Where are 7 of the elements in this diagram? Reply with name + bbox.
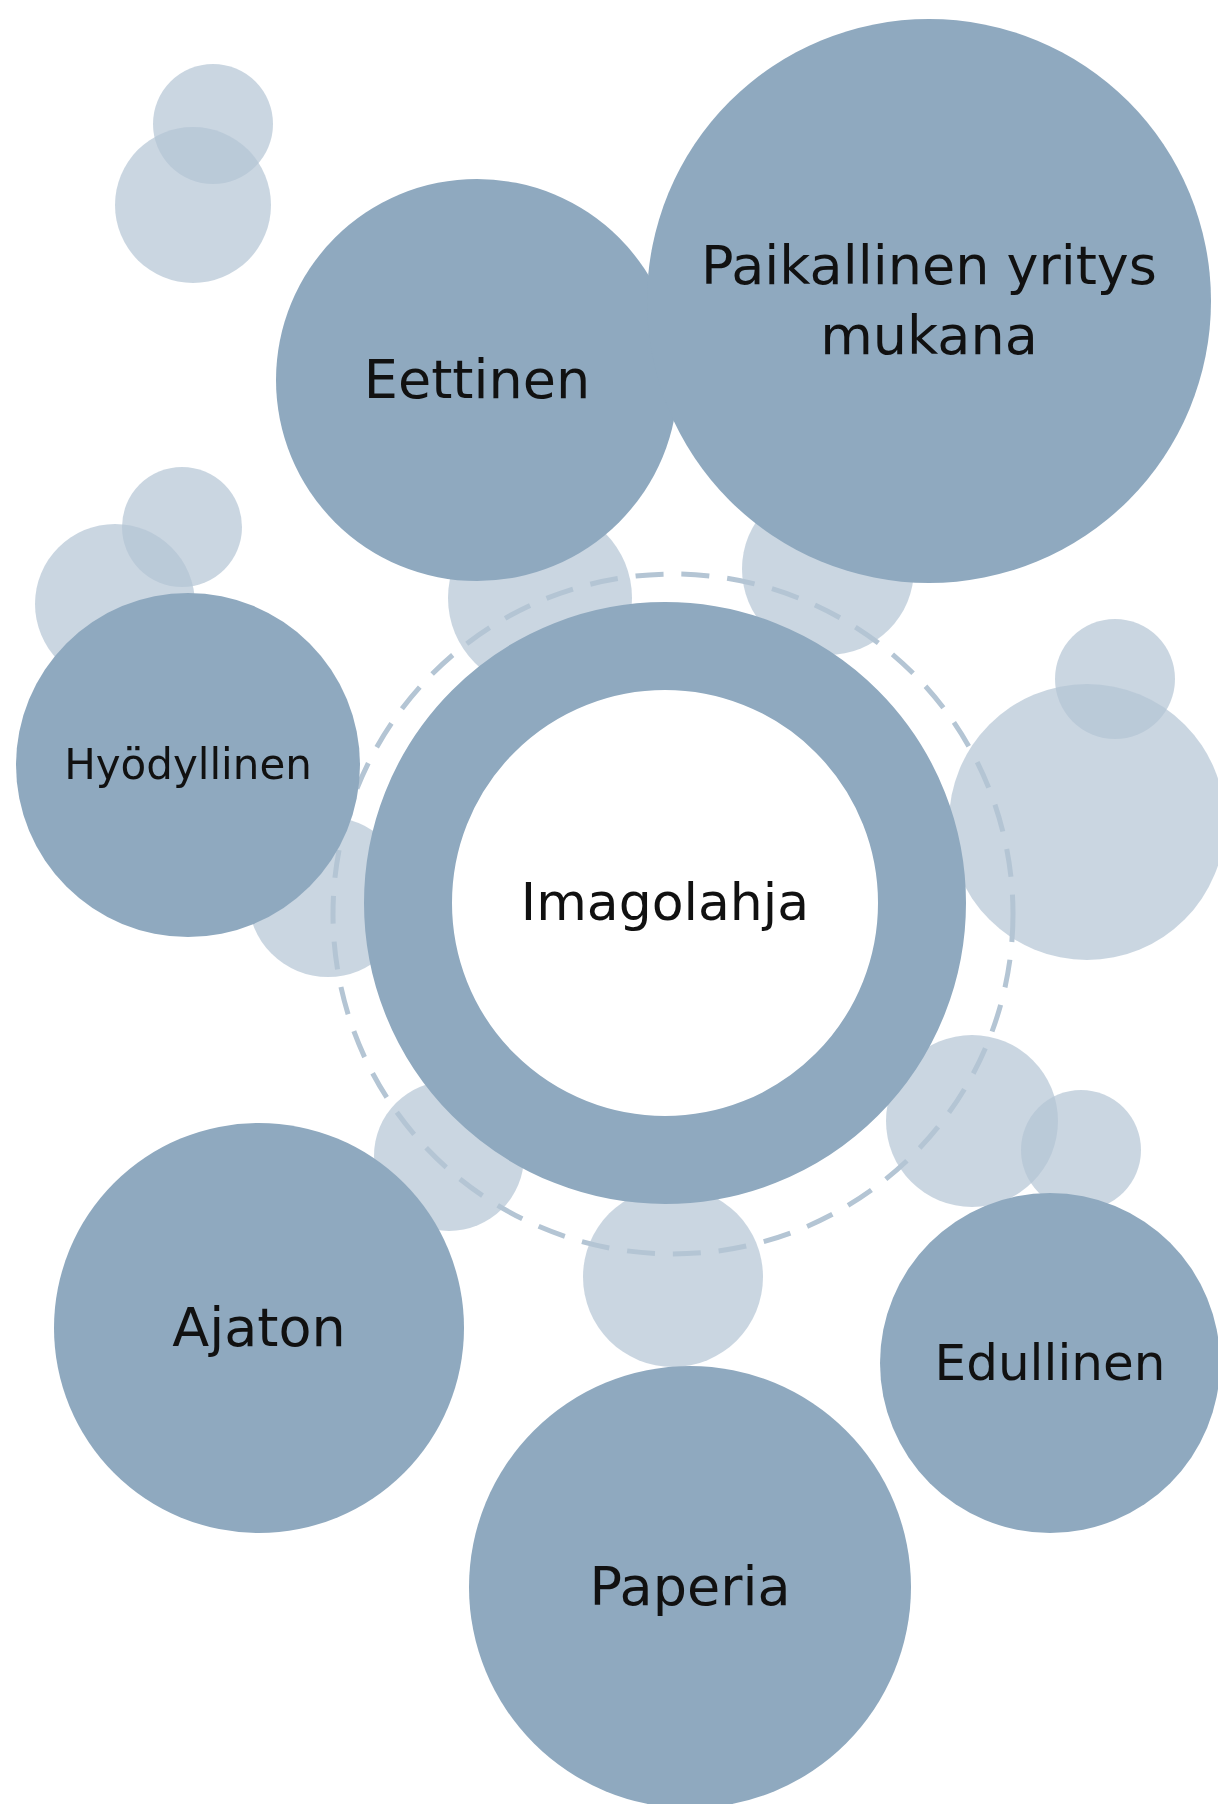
bubble-label: Eettinen (363, 346, 591, 413)
bubble-label: Imagolahja (520, 871, 810, 935)
bubble-label: Hyödyllinen (64, 738, 312, 791)
bubble-label: Ajaton (172, 1294, 346, 1361)
bubble-label: Edullinen (934, 1332, 1166, 1394)
bubble-label: Paperia (589, 1553, 791, 1620)
bubble-label: Paikallinen yritys mukana (700, 232, 1158, 369)
